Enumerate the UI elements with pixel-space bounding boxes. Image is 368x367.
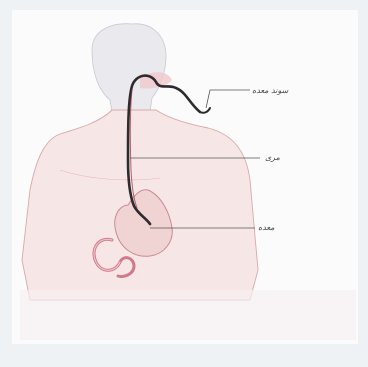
lower-fade — [20, 290, 356, 340]
label-nasogastric-tube: سوند معده — [252, 86, 288, 95]
label-esophagus: مری — [265, 153, 280, 162]
label-stomach: معده — [258, 223, 275, 232]
tube-external-end — [200, 108, 210, 113]
leader-line-tube — [206, 90, 250, 108]
